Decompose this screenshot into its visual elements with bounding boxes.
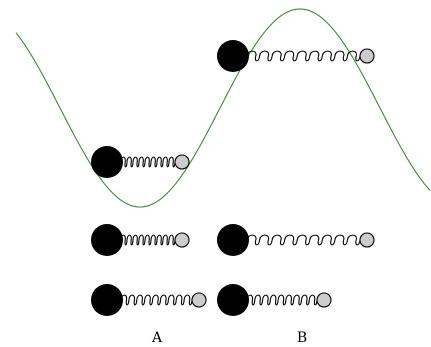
spring-b-row-two bbox=[217, 224, 375, 256]
spring-a-row-two bbox=[91, 224, 190, 256]
spring-coil bbox=[120, 294, 193, 306]
mass-ball bbox=[91, 224, 123, 256]
end-ball bbox=[174, 232, 190, 248]
label-a: A bbox=[151, 330, 163, 346]
spring-coil bbox=[120, 156, 176, 168]
mass-ball bbox=[91, 146, 123, 178]
spring-a-on-wave bbox=[91, 146, 190, 178]
spring-coil bbox=[246, 294, 318, 306]
spring-b-row-three bbox=[217, 284, 332, 316]
spring-coil bbox=[246, 50, 361, 62]
spring-group bbox=[91, 40, 375, 316]
spring-a-row-three bbox=[91, 284, 207, 316]
mass-ball bbox=[217, 284, 249, 316]
mass-ball bbox=[217, 40, 249, 72]
mass-ball bbox=[91, 284, 123, 316]
spring-b-on-wave bbox=[217, 40, 375, 72]
end-ball bbox=[359, 232, 375, 248]
sine-wave-curve bbox=[15, 8, 431, 208]
end-ball bbox=[174, 154, 190, 170]
spring-coil bbox=[246, 234, 361, 246]
end-ball bbox=[316, 292, 332, 308]
spring-coil bbox=[120, 234, 176, 246]
end-ball bbox=[191, 292, 207, 308]
mass-ball bbox=[217, 224, 249, 256]
end-ball bbox=[359, 48, 375, 64]
label-b: B bbox=[297, 330, 307, 346]
